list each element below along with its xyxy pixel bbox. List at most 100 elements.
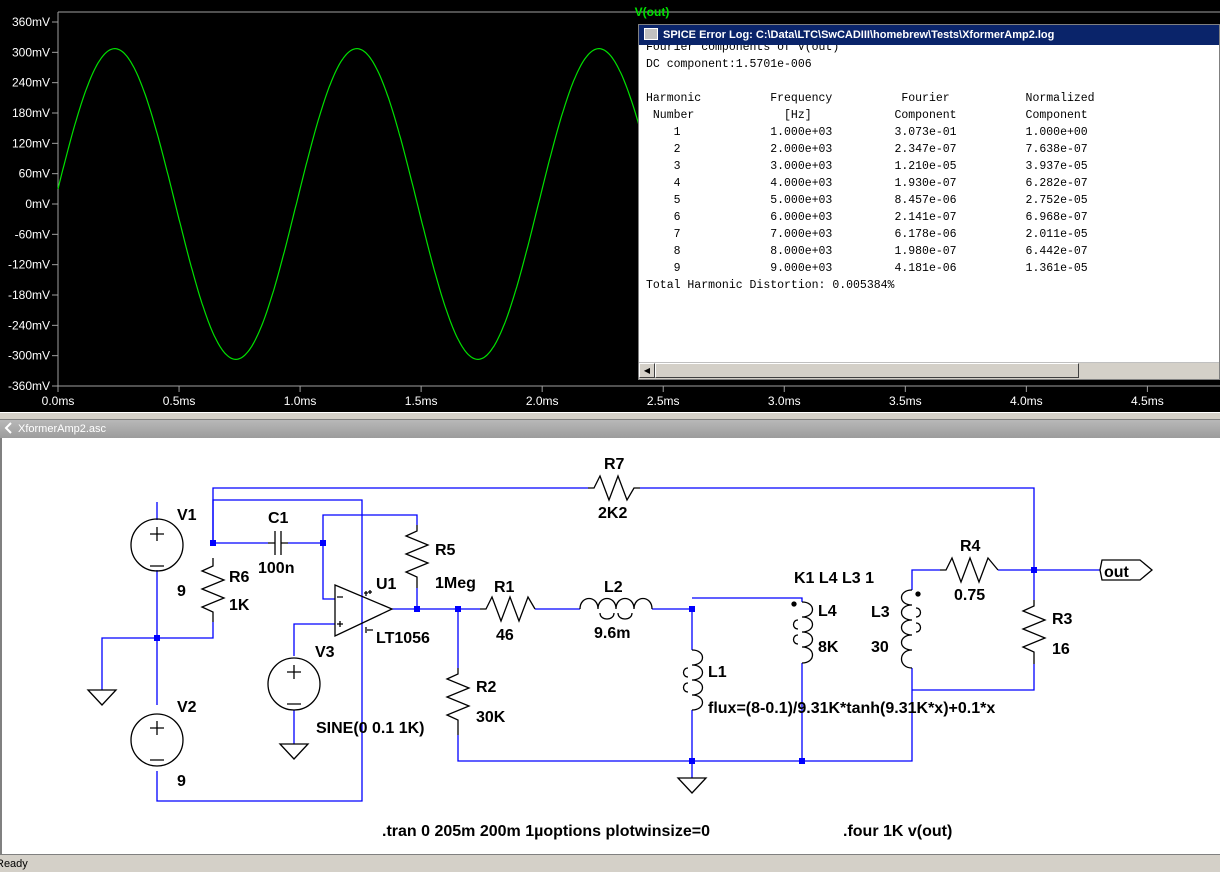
label-l2: L2 (604, 579, 623, 596)
directive-four[interactable]: .four 1K v(out) (843, 823, 952, 840)
label-r2-value: 30K (476, 709, 506, 726)
x-tick-label: 3.5ms (889, 394, 922, 408)
log-window-icon (644, 28, 658, 41)
directive-tran[interactable]: .tran 0 205m 200m 1µoptions plotwinsize=… (382, 823, 710, 840)
label-v2: V2 (177, 699, 197, 716)
v3-source-symbol (267, 657, 321, 711)
label-r5-value: 1Meg (435, 575, 476, 592)
label-c1-value: 100n (258, 560, 294, 577)
y-axis: 360mV 300mV 240mV 180mV 120mV 60mV 0mV -60mV -12… (8, 15, 58, 393)
schematic-doc-icon (4, 422, 12, 434)
label-v2-value: 9 (177, 773, 186, 790)
ground-symbol-2 (278, 743, 310, 760)
y-tick-label: 360mV (12, 15, 50, 29)
y-tick-label: 120mV (12, 136, 50, 150)
r5-resistor-symbol (404, 525, 430, 588)
out-port-symbol (1099, 559, 1154, 581)
status-text: Ready (0, 858, 28, 870)
label-l1-value: flux=(8-0.1)/9.31K*tanh(9.31K*x)+0.1*x (708, 700, 995, 717)
label-u1-value: LT1056 (376, 630, 430, 647)
schematic-canvas[interactable]: V1 9 V2 9 V3 SINE(0 0.1 1K) C1 100n R6 1… (0, 438, 1220, 854)
trace-vout (57, 47, 664, 361)
l2-inductor-symbol (579, 597, 653, 610)
label-v1-value: 9 (177, 583, 186, 600)
y-tick-label: -360mV (8, 379, 50, 393)
ground-symbol-1 (86, 689, 118, 706)
label-r4-value: 0.75 (954, 587, 985, 604)
schematic-wires[interactable] (101, 487, 1100, 802)
label-l3: L3 (871, 604, 890, 621)
log-text: Fourier components of V(out) DC componen… (646, 45, 1095, 292)
y-tick-label: 0mV (25, 197, 50, 211)
spice-error-log-window[interactable]: SPICE Error Log: C:\Data\LTC\SwCADIII\ho… (638, 24, 1220, 380)
schematic-junctions (154, 540, 1037, 764)
r4-resistor-symbol (940, 556, 999, 584)
u1-opamp-symbol (334, 584, 394, 638)
x-tick-label: 2.0ms (526, 394, 559, 408)
label-c1: C1 (268, 510, 289, 527)
y-tick-label: -120mV (8, 258, 50, 272)
log-text-area[interactable]: Fourier components of V(out) DC componen… (639, 45, 1219, 363)
waveform-plot[interactable]: 360mV 300mV 240mV 180mV 120mV 60mV 0mV -60mV -12… (0, 0, 1220, 412)
c1-capacitor-symbol (268, 531, 288, 555)
trace-title[interactable]: V(out) (635, 5, 670, 19)
label-r1-value: 46 (496, 627, 514, 644)
label-l3-value: 30 (871, 639, 889, 656)
label-r1: R1 (494, 579, 515, 596)
x-tick-label: 1.5ms (405, 394, 438, 408)
v1-source-symbol (130, 518, 184, 572)
label-r4: R4 (960, 538, 981, 555)
log-horizontal-scrollbar[interactable]: ◀ (639, 362, 1219, 379)
schematic-labels: V1 9 V2 9 V3 SINE(0 0.1 1K) C1 100n R6 1… (177, 456, 1130, 840)
pane-splitter[interactable] (0, 412, 1220, 420)
l4-inductor-symbol (801, 601, 814, 664)
label-r7: R7 (604, 456, 625, 473)
l1-inductor-symbol (691, 649, 704, 711)
x-tick-label: 1.0ms (284, 394, 317, 408)
r7-resistor-symbol (588, 474, 640, 502)
schematic-window-title: XformerAmp2.asc (18, 423, 107, 435)
label-r5: R5 (435, 542, 456, 559)
label-r6: R6 (229, 569, 250, 586)
label-l1: L1 (708, 664, 727, 681)
log-window-title: SPICE Error Log: C:\Data\LTC\SwCADIII\ho… (663, 29, 1055, 41)
x-tick-label: 4.5ms (1131, 394, 1164, 408)
label-out-port: out (1104, 564, 1130, 581)
l3-inductor-symbol (900, 589, 913, 669)
y-tick-label: -60mV (15, 227, 50, 241)
label-v3: V3 (315, 644, 335, 661)
y-tick-label: -300mV (8, 349, 50, 363)
schematic-titlebar[interactable]: XformerAmp2.asc (0, 420, 1220, 438)
label-l4-value: 8K (818, 639, 839, 656)
r1-resistor-symbol (480, 595, 536, 623)
label-k1: K1 L4 L3 1 (794, 570, 874, 587)
label-u1: U1 (376, 576, 397, 593)
label-r7-value: 2K2 (598, 505, 627, 522)
y-tick-label: -240mV (8, 318, 50, 332)
label-v1: V1 (177, 507, 197, 524)
scroll-left-arrow-icon[interactable]: ◀ (639, 363, 655, 378)
label-r3: R3 (1052, 611, 1073, 628)
x-tick-label: 3.0ms (768, 394, 801, 408)
label-l2-value: 9.6m (594, 625, 630, 642)
schematic-drawing[interactable]: V1 9 V2 9 V3 SINE(0 0.1 1K) C1 100n R6 1… (0, 438, 1220, 854)
ground-symbol-3 (676, 777, 708, 794)
r2-resistor-symbol (445, 668, 471, 735)
y-tick-label: 60mV (19, 167, 50, 181)
y-tick-label: 240mV (12, 76, 50, 90)
x-tick-label: 2.5ms (647, 394, 680, 408)
label-r6-value: 1K (229, 597, 250, 614)
label-l4: L4 (818, 603, 837, 620)
log-titlebar[interactable]: SPICE Error Log: C:\Data\LTC\SwCADIII\ho… (639, 25, 1219, 45)
y-tick-label: 180mV (12, 106, 50, 120)
r3-resistor-symbol (1021, 600, 1047, 664)
scrollbar-thumb[interactable] (655, 363, 1079, 378)
v2-source-symbol (130, 713, 184, 767)
x-tick-label: 4.0ms (1010, 394, 1043, 408)
y-tick-label: 300mV (12, 45, 50, 59)
r6-resistor-symbol (200, 558, 226, 622)
x-tick-label: 0.0ms (42, 394, 75, 408)
label-r3-value: 16 (1052, 641, 1070, 658)
schematic-symbols[interactable] (86, 474, 1154, 794)
